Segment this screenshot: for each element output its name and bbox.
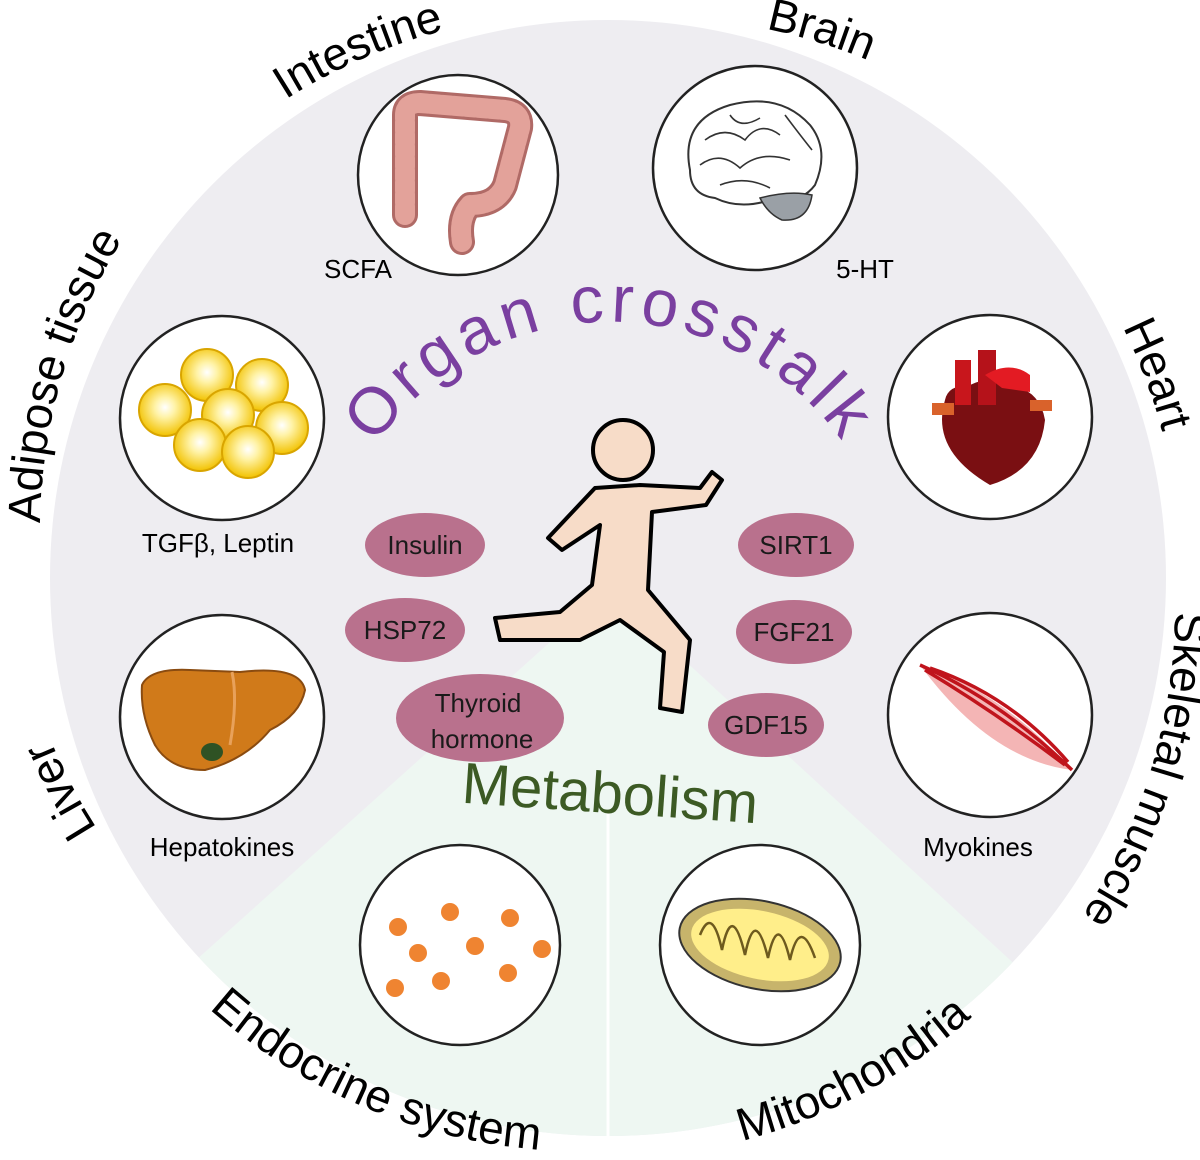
molecule-gdf15 bbox=[708, 693, 824, 757]
liver-icon bbox=[140, 668, 307, 772]
intestine-signal: SCFA bbox=[324, 254, 393, 284]
molecule-thyroid-label-2: hormone bbox=[431, 724, 534, 754]
molecule-sirt1-label: SIRT1 bbox=[759, 530, 832, 560]
molecule-insulin-label: Insulin bbox=[387, 530, 462, 560]
fat-cells-icon bbox=[138, 348, 309, 479]
molecule-gdf15-label: GDF15 bbox=[724, 710, 808, 740]
molecule-thyroid-label-1: Thyroid bbox=[435, 688, 522, 718]
molecule-hsp72 bbox=[345, 598, 465, 662]
liver-signal: Hepatokines bbox=[150, 832, 295, 862]
molecule-hsp72-label: HSP72 bbox=[364, 615, 446, 645]
running-person-icon bbox=[493, 418, 724, 714]
hormone-dots-icon bbox=[386, 903, 551, 997]
heart-icon bbox=[932, 350, 1052, 485]
molecule-insulin bbox=[365, 513, 485, 577]
adipose-signal: TGFβ, Leptin bbox=[142, 528, 294, 558]
molecule-sirt1 bbox=[738, 513, 854, 577]
molecule-fgf21 bbox=[736, 600, 852, 664]
intestine-icon bbox=[392, 90, 534, 255]
muscle-icon bbox=[919, 663, 1074, 772]
brain-icon bbox=[687, 100, 823, 221]
brain-signal: 5-HT bbox=[836, 254, 894, 284]
endocrine-circle bbox=[358, 843, 562, 1047]
molecule-fgf21-label: FGF21 bbox=[754, 617, 835, 647]
muscle-signal: Myokines bbox=[923, 832, 1033, 862]
mitochondrion-icon bbox=[678, 897, 842, 993]
molecule-thyroid bbox=[396, 674, 564, 762]
